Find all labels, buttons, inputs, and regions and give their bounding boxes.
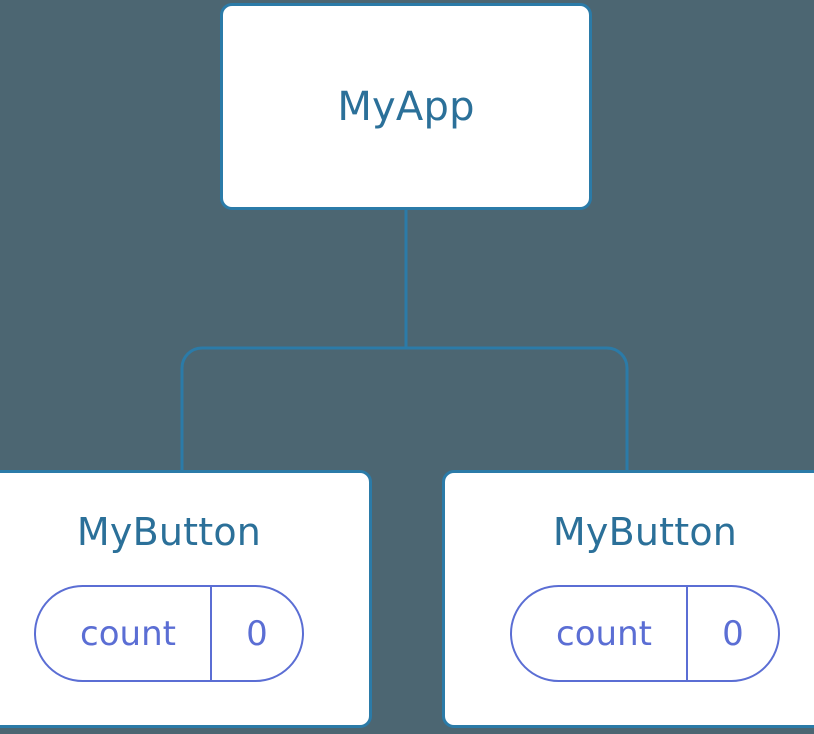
state-pill-right-value: 0 [685,587,778,680]
state-pill-right[interactable]: count 0 [510,585,780,682]
node-mybutton-right[interactable]: MyButton count 0 [442,470,814,728]
node-mybutton-left[interactable]: MyButton count 0 [0,470,372,728]
node-myapp-title: MyApp [337,83,475,130]
state-pill-left[interactable]: count 0 [34,585,304,682]
node-mybutton-left-title: MyButton [76,510,262,554]
node-myapp[interactable]: MyApp [220,3,592,210]
state-pill-right-key: count [556,613,652,654]
state-pill-left-key: count [80,613,176,654]
node-mybutton-right-title: MyButton [552,510,738,554]
connector-branch-right [406,346,629,470]
connector-branch-left [180,346,406,470]
state-pill-left-value: 0 [209,587,302,680]
